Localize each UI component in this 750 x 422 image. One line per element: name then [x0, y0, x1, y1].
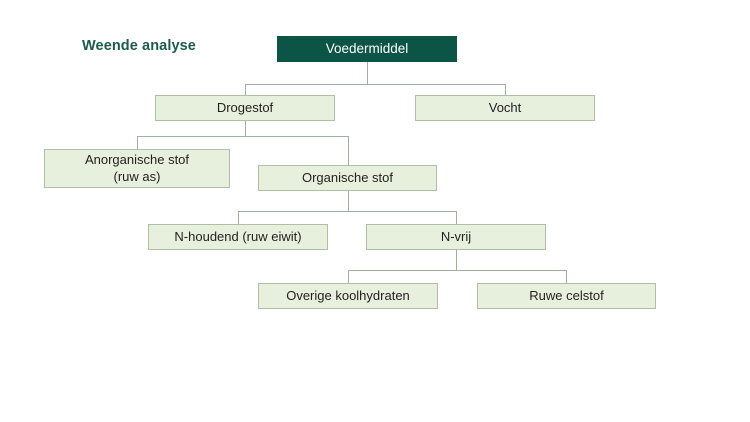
node-voedermiddel[interactable]: Voedermiddel	[277, 36, 457, 62]
connector-root-to-drogestof	[245, 84, 246, 95]
node-voedermiddel-label: Voedermiddel	[325, 40, 409, 56]
node-ruwe-celstof[interactable]: Ruwe celstof	[477, 283, 656, 309]
node-n-vrij[interactable]: N-vrij	[366, 224, 546, 250]
node-anorganische-stof-label-line1: Anorganische stof	[84, 152, 190, 168]
connector-organische-stem	[348, 191, 349, 211]
node-vocht-label: Vocht	[488, 99, 522, 115]
node-overige-koolhydraten[interactable]: Overige koolhydraten	[258, 283, 438, 309]
node-organische-stof[interactable]: Organische stof	[258, 165, 437, 191]
node-drogestof-label: Drogestof	[216, 99, 274, 115]
connector-organische-to-nvrij	[456, 211, 457, 224]
node-overige-koolhydraten-label: Overige koolhydraten	[286, 287, 410, 303]
connector-root-bus	[245, 84, 506, 85]
connector-root-to-vocht	[505, 84, 506, 95]
connector-drogestof-bus	[137, 136, 349, 137]
connector-drogestof-stem	[245, 121, 246, 136]
node-organische-stof-label: Organische stof	[301, 169, 394, 185]
connector-drogestof-to-organische	[348, 136, 349, 165]
node-ruwe-celstof-label: Ruwe celstof	[529, 287, 604, 303]
node-n-houdend-label: N-houdend (ruw eiwit)	[174, 228, 302, 244]
node-anorganische-stof-label-line2: (ruw as)	[113, 168, 161, 184]
node-drogestof[interactable]: Drogestof	[155, 95, 335, 121]
node-vocht[interactable]: Vocht	[415, 95, 595, 121]
node-n-houdend[interactable]: N-houdend (ruw eiwit)	[148, 224, 328, 250]
node-anorganische-stof[interactable]: Anorganische stof (ruw as)	[44, 149, 230, 188]
connector-drogestof-to-anorganische	[137, 136, 138, 149]
connector-organische-bus	[238, 211, 457, 212]
connector-root-stem	[367, 62, 368, 84]
connector-nvrij-to-koolhydraten	[348, 270, 349, 283]
connector-nvrij-to-celstof	[566, 270, 567, 283]
node-n-vrij-label: N-vrij	[440, 228, 472, 244]
connector-organische-to-nhoudend	[238, 211, 239, 224]
connector-nvrij-bus	[348, 270, 567, 271]
connector-nvrij-stem	[456, 250, 457, 270]
diagram-title: Weende analyse	[82, 38, 196, 54]
